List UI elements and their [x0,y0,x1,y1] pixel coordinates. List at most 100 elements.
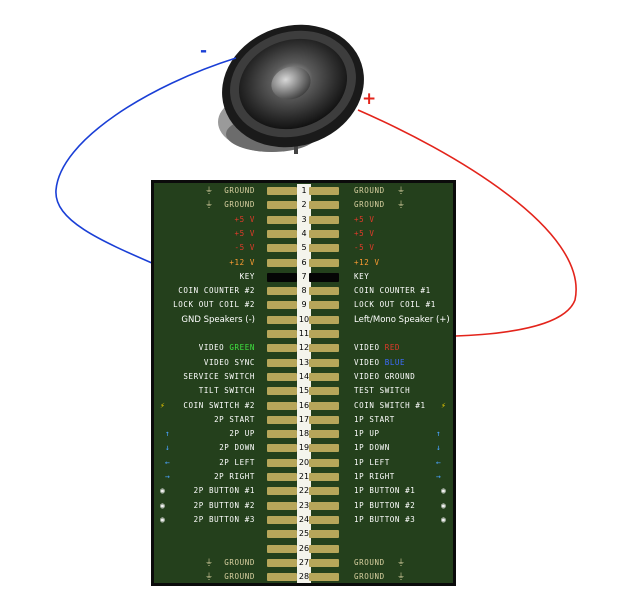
pin-number: 8 [301,286,307,296]
pin-label-left: VIDEO SYNC [203,357,255,367]
pad-left [267,430,297,439]
pin-row-5: 5-5 V-5 V [151,242,456,254]
pin-number: 19 [298,443,310,453]
pin-number: 16 [298,400,310,410]
pin-number: 17 [298,414,310,424]
pin-label-left: TILT SWITCH [198,386,255,396]
pad-right [309,344,339,353]
pin-label-right: VIDEO RED [354,343,401,353]
pin-label-right: 1P DOWN [354,443,390,453]
pin-label-left: SERVICE SWITCH [183,371,255,381]
pad-left [267,544,297,553]
pin-number: 27 [298,557,310,567]
pad-right [309,358,339,367]
pin-label-left: 2P RIGHT [214,472,255,481]
pin-number: 23 [298,500,310,510]
speaker-terminal [294,140,298,154]
pad-left [267,401,297,410]
plus-sign: + [362,89,376,109]
pad-right [309,501,339,510]
pad-left [267,558,297,567]
pad-left [267,315,297,324]
pin-number: 20 [298,457,310,467]
coin-icon: ⚡ [160,400,165,410]
pad-left [267,187,297,195]
button-icon: ◉ [441,514,446,524]
pad-right [309,573,339,582]
pin-label-right: LOCK OUT COIL #1 [354,300,436,310]
pin-label-left: LOCK OUT COIL #2 [173,300,255,310]
pad-right [309,315,339,324]
minus-sign: - [200,41,207,61]
pad-right [309,444,339,453]
pad-right [309,530,339,539]
pin-number: 4 [301,228,307,238]
button-icon: ◉ [441,486,446,496]
pin-label-left: COIN COUNTER #2 [178,286,255,296]
pin-number: 15 [298,386,310,396]
pad-right [309,215,339,224]
pin-label-left: GROUND [224,557,255,567]
pin-row-3: 3+5 V+5 V [151,214,456,226]
pad-right [309,544,339,553]
pad-left [267,444,297,453]
pin-label-right: GROUND [354,557,385,567]
pin-label-right: 1P BUTTON #3 [354,514,416,524]
ground-icon: ⏚ [205,572,213,582]
pad-right [309,473,339,481]
pin-label-left: 2P DOWN [219,443,255,453]
pin-label-right: Left/Mono Speaker (+) [354,314,450,325]
pin-label-left: KEY [239,271,255,281]
pin-label-left: GND Speakers (-) [181,314,255,325]
pad-right [309,415,339,424]
pin-number: 5 [301,243,307,253]
pad-left [267,244,297,253]
pin-label-left: +5 V [234,214,255,224]
pad-right [309,301,339,310]
pin-label-right: +5 V [354,214,375,224]
pin-row-25: 25 [151,528,456,540]
pad-right [309,258,339,267]
pin-number: 26 [298,543,310,553]
pad-right [309,244,339,253]
pin-label-left: +5 V [234,228,255,238]
pin-label-left: 2P LEFT [219,457,255,467]
pad-left [267,458,297,467]
pin-row-26: 26 [151,543,456,555]
pad-left [267,215,297,224]
pad-right [309,372,339,381]
pin-label-left: GROUND [224,200,255,210]
pad-left [267,415,297,424]
pin-number: 1 [301,186,307,195]
pin-label-right: -5 V [354,243,375,253]
pin-label-right: GROUND [354,200,385,210]
pin-number: 21 [298,472,310,481]
pin-number-strip [297,184,311,583]
pad-right [309,401,339,410]
pad-left [267,487,297,496]
key-slot-right [309,272,339,282]
pin-label-right: KEY [354,271,370,281]
pad-right [309,515,339,524]
pad-right [309,229,339,238]
pin-label-right: VIDEO BLUE [354,357,406,367]
pin-row-4: 4+5 V+5 V [151,228,456,240]
ground-icon: ⏚ [397,200,405,210]
pad-right [309,458,339,467]
arrow-up-icon: ↑ [436,429,441,439]
pin-label-right: 1P BUTTON #1 [354,486,416,496]
pin-row-6: 6+12 V+12 V [151,257,456,269]
pin-number: 25 [298,529,310,539]
pad-left [267,330,297,338]
